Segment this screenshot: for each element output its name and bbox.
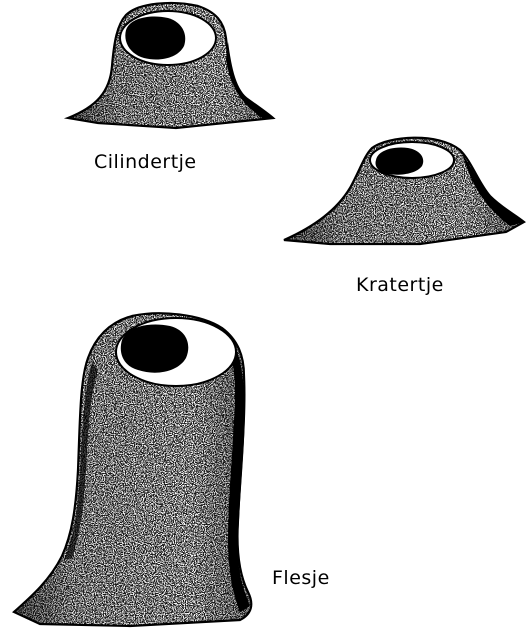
flesje-shape	[14, 313, 251, 626]
flesje-label: Flesje	[272, 567, 330, 589]
cilindertje-shape	[68, 3, 273, 128]
kratertje-shape	[284, 138, 524, 244]
kratertje-label: Kratertje	[356, 274, 444, 296]
cilindertje-label: Cilindertje	[94, 151, 197, 173]
